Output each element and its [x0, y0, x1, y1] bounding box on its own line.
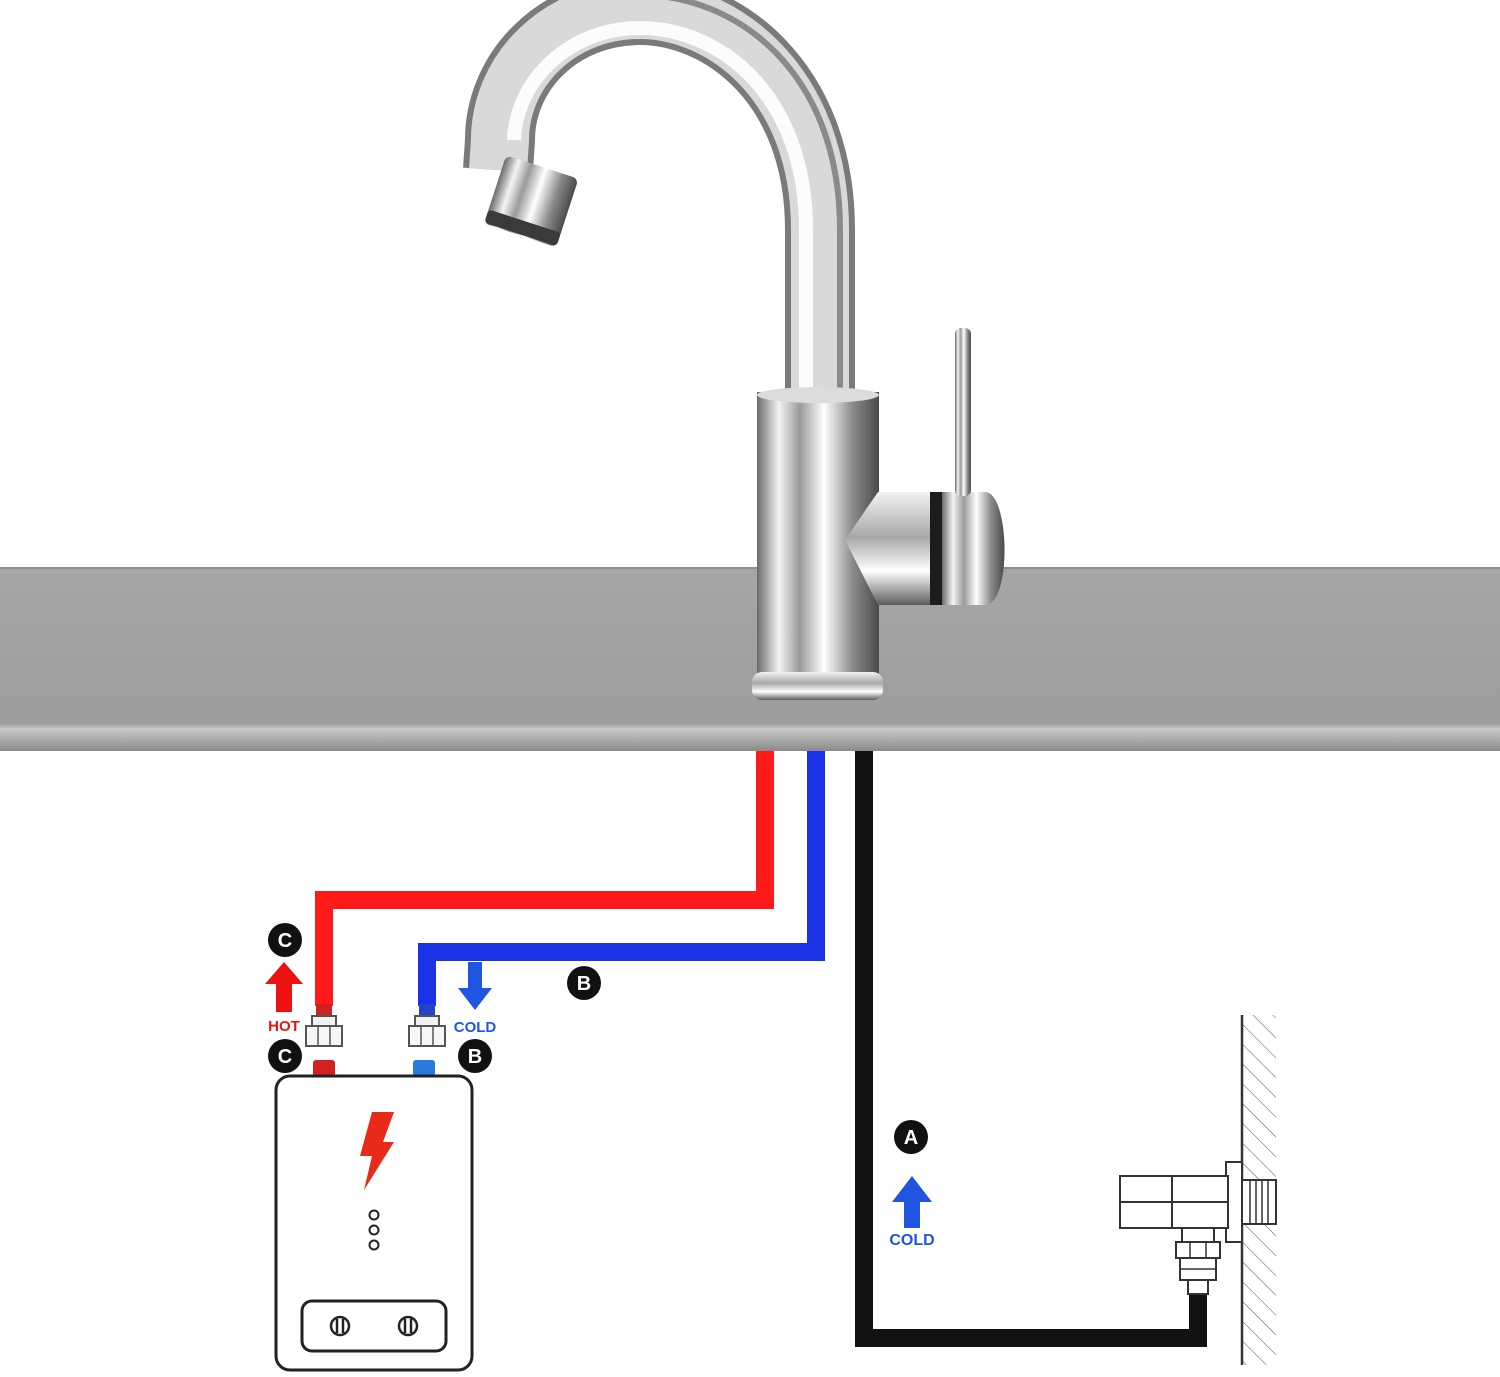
cold-label-heater: COLD [454, 1019, 497, 1036]
badge-a: A [894, 1120, 928, 1154]
mount-screw-left-icon [329, 1315, 351, 1337]
cold-down-arrow-icon [458, 962, 492, 1010]
hot-fitting [305, 1004, 343, 1047]
badge-a-label: A [904, 1127, 918, 1149]
cold-label-supply: COLD [889, 1232, 934, 1249]
hot-arrow-icon [265, 962, 303, 1012]
supply-line [855, 751, 1207, 1347]
angle-valve-icon [1119, 1161, 1277, 1295]
cold-fitting [408, 1004, 446, 1047]
hot-label: HOT [268, 1018, 300, 1035]
countertop [0, 568, 1500, 751]
mount-screw-right-icon [397, 1315, 419, 1337]
lightning-bolt-icon [360, 1112, 394, 1190]
badge-c-top-label: C [278, 930, 292, 952]
cold-line [418, 751, 825, 1006]
faucet [463, 0, 1005, 700]
badge-b-line-label: B [577, 973, 591, 995]
badge-b-line: B [567, 966, 601, 1000]
badge-b-heater-label: B [468, 1046, 482, 1068]
chrome-faucet-icon [463, 0, 1005, 700]
badge-c-bottom: C [268, 1039, 302, 1073]
hot-line [315, 751, 774, 1006]
badge-c-bottom-label: C [278, 1046, 292, 1068]
badge-c-top: C [268, 923, 302, 957]
cold-up-arrow-icon [892, 1176, 932, 1228]
water-heater [274, 1060, 474, 1372]
badge-b-heater: B [458, 1039, 492, 1073]
